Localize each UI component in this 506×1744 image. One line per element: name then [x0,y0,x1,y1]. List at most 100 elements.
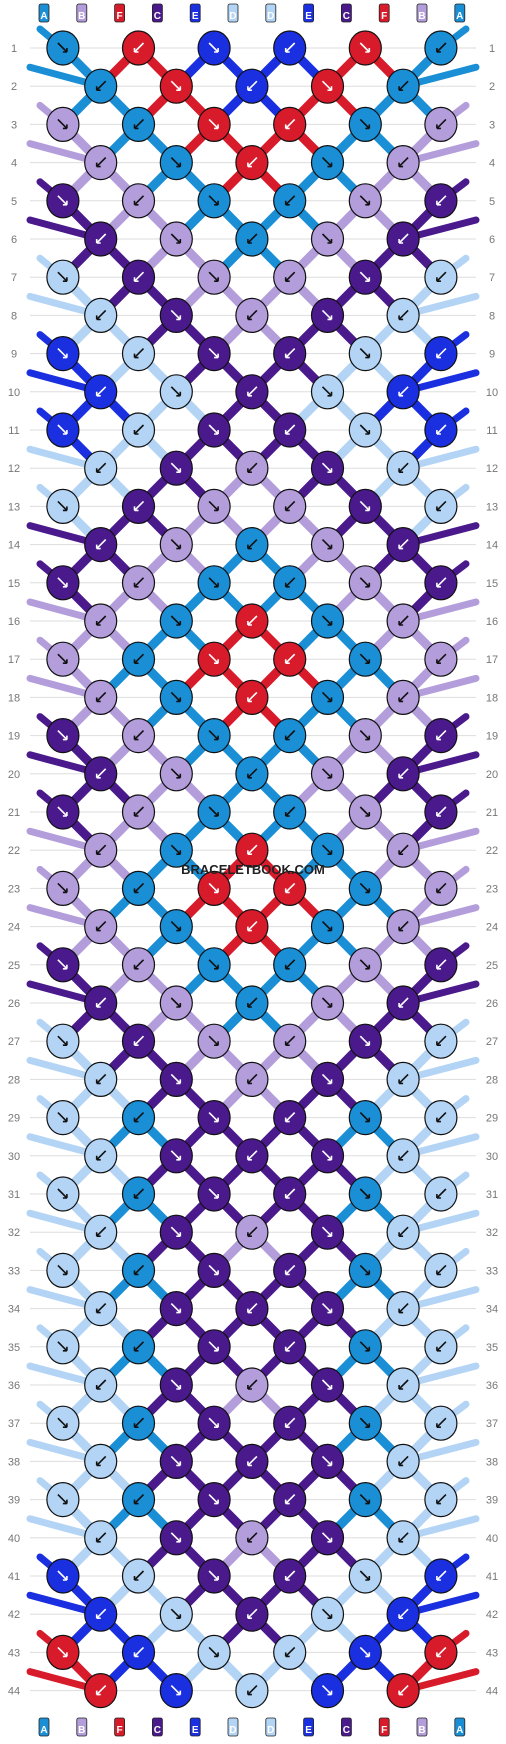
knot-arrow-head [133,1576,139,1581]
knot-arrow-head [284,1041,290,1046]
knot-arrow [398,615,409,626]
knot [46,1634,80,1671]
knot [84,145,118,181]
knot-arrow [285,195,296,206]
knot-arrow-head [284,812,290,817]
row-numbers-right: 1234567891011121314151617181920212223242… [486,43,498,1698]
row-number: 14 [8,540,20,552]
knot [197,641,231,677]
knot-arrow [247,691,258,702]
knot-arrow-head [365,200,371,206]
column-letter: A [456,1725,463,1736]
knot-arrow [359,424,370,435]
knot-arrow [285,1646,296,1657]
watermark-text: BRACELETBOOK.COM [181,862,325,877]
knot-arrow-head [398,926,404,932]
knot [197,1023,231,1059]
knot [159,1061,193,1098]
row-number: 36 [8,1380,20,1392]
knot [348,1099,382,1136]
knot-arrow [247,1532,258,1543]
knot [159,450,193,486]
knot [386,908,420,945]
knot-arrow-head [95,1155,101,1161]
knot-arrow-head [247,391,252,397]
knot-arrow-head [62,506,68,512]
knot [121,1634,156,1671]
knot-arrow [285,118,296,129]
knot [235,603,269,639]
knot [46,1023,80,1059]
knot-arrow [57,348,68,359]
knot-arrow [208,118,219,129]
knot-arrow [57,42,68,53]
knot-arrow-head [247,1079,252,1085]
knot [273,565,307,601]
knot-arrow [133,271,145,282]
knot-arrow [398,1685,409,1696]
knot-arrow-head [247,86,252,91]
knot [386,985,420,1021]
knot-arrow [285,348,296,359]
knot-arrow [208,1417,219,1428]
row-number: 14 [486,540,498,552]
knot-arrow [133,424,145,435]
knot-arrow [57,118,68,129]
row-number: 12 [8,463,20,475]
knot-arrow [133,1188,145,1199]
knot-arrow [96,921,107,932]
knot-arrow-head [365,48,371,53]
row-number: 10 [8,387,20,399]
knot [424,1405,458,1441]
knot [235,450,269,486]
knot [197,1329,231,1365]
column-letter: C [154,1725,161,1736]
column-thread-tab [265,1717,277,1737]
knot [159,1520,193,1556]
row-number: 17 [8,654,20,666]
knot-arrow-head [95,239,101,244]
knot [84,1290,118,1327]
knot-arrow [436,118,447,129]
column-thread-tab [303,3,315,23]
knot [159,221,193,257]
knot-arrow-head [214,1117,219,1123]
knot [121,641,156,677]
knot-arrow-head [95,1003,101,1008]
knot [159,1138,193,1174]
knot [310,1061,345,1098]
knot [386,450,420,486]
knot [84,1672,118,1709]
knot [348,1329,382,1365]
knot [273,259,307,295]
knot-arrow [96,1150,107,1161]
knot-arrow-head [214,735,219,741]
knot [84,1138,118,1174]
knot-arrow [398,539,409,550]
knot [310,679,345,716]
knot [273,488,307,524]
knot-arrow-head [436,48,441,53]
knot-arrow [285,42,296,53]
knot-arrow [247,997,258,1008]
knot-arrow-head [247,1537,252,1543]
knot-arrow-head [284,582,290,588]
knot-arrow [208,1494,219,1505]
knot-arrow-head [95,1690,101,1696]
knot-arrow [57,1646,68,1657]
knot [159,832,193,868]
knot-arrow [436,1035,447,1046]
knot-arrow [285,1570,296,1581]
knot [84,832,118,868]
knot-arrow [208,1035,219,1046]
knot-arrow-head [327,1079,333,1085]
knot-arrow-head [62,277,68,282]
knot-arrow [133,882,145,893]
knot-arrow [398,1226,409,1237]
knot-arrow [285,1417,296,1428]
knot-arrow-head [284,1423,290,1428]
knot [273,641,307,677]
row-number: 41 [486,1571,498,1583]
knot [348,1405,382,1441]
knot [46,1176,80,1212]
